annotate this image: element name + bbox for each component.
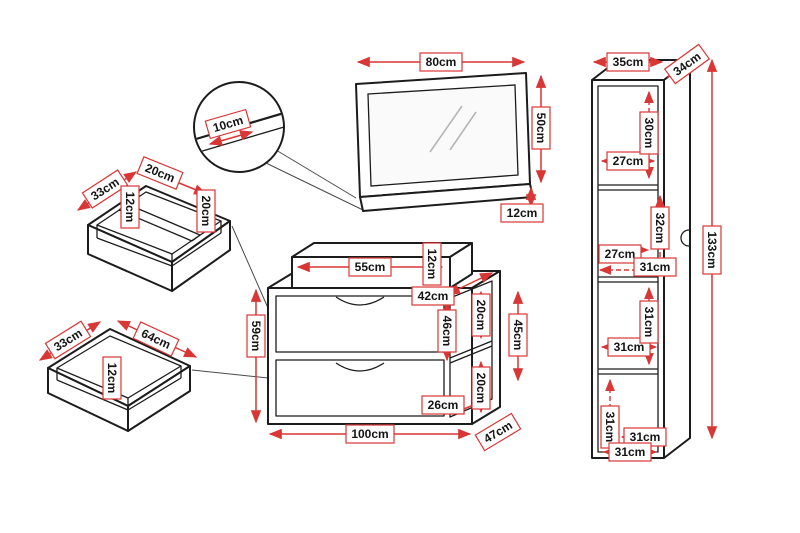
svg-text:45cm: 45cm	[511, 320, 525, 351]
organizer-inner-height-label: 12cm	[120, 185, 140, 229]
svg-text:31cm: 31cm	[642, 307, 656, 338]
mirror-height-label: 50cm	[531, 106, 551, 150]
cabinet-sec2-depth-label: 27cm	[598, 244, 642, 264]
sideboard-depth-label: 47cm	[474, 412, 522, 452]
sideboard-height-label: 59cm	[246, 314, 266, 358]
cabinet-carcass	[597, 85, 659, 453]
svg-text:20cm: 20cm	[199, 196, 213, 227]
mirror-shelf-depth-label: 12cm	[500, 203, 544, 223]
sideboard-niche-depth-top-label: 20cm	[471, 293, 491, 337]
cabinet-bottom-width-label: 31cm	[608, 442, 652, 462]
svg-text:80cm: 80cm	[426, 55, 457, 69]
svg-text:20cm: 20cm	[474, 300, 488, 331]
detail-shelf-label: 10cm	[204, 108, 252, 140]
leader-line	[265, 162, 364, 211]
svg-text:31cm: 31cm	[640, 260, 671, 274]
side-handle-notch	[680, 229, 690, 247]
svg-text:31cm: 31cm	[615, 445, 646, 459]
leader-line	[231, 225, 269, 309]
organizer-interior	[171, 232, 222, 267]
cabinet-sec3-height-label: 31cm	[639, 300, 659, 344]
svg-text:12cm: 12cm	[507, 206, 538, 220]
svg-text:35cm: 35cm	[613, 55, 644, 69]
svg-text:59cm: 59cm	[249, 321, 263, 352]
dim-line	[446, 272, 494, 295]
svg-text:42cm: 42cm	[418, 289, 449, 303]
svg-text:30cm: 30cm	[642, 118, 656, 149]
svg-text:46cm: 46cm	[440, 316, 454, 347]
glass-shine	[449, 111, 477, 151]
drawer-height-label: 12cm	[102, 356, 122, 400]
sideboard-top-width-label: 55cm	[348, 257, 392, 277]
svg-text:133cm: 133cm	[705, 231, 719, 268]
svg-text:100cm: 100cm	[351, 427, 388, 441]
sideboard-top-height-label: 12cm	[422, 242, 442, 286]
niche-shelf	[449, 340, 493, 359]
organizer-divider-height-label: 20cm	[196, 189, 216, 233]
organizer-interior	[96, 237, 173, 267]
mirror-width-label: 80cm	[419, 52, 463, 72]
cabinet-sec4-height-label: 31cm	[600, 405, 620, 449]
cabinet-width-label: 35cm	[606, 52, 650, 72]
svg-text:31cm: 31cm	[614, 340, 645, 354]
drawer-handle	[335, 296, 385, 306]
svg-text:12cm: 12cm	[425, 249, 439, 280]
leader-line	[275, 149, 357, 199]
svg-text:20cm: 20cm	[474, 373, 488, 404]
sideboard-width-label: 100cm	[345, 424, 395, 444]
svg-text:12cm: 12cm	[105, 363, 119, 394]
svg-text:31cm: 31cm	[630, 430, 661, 444]
svg-text:32cm: 32cm	[653, 213, 667, 244]
cabinet-sec4-width-label: 31cm	[623, 427, 667, 447]
cabinet-sec1-height-label: 30cm	[639, 111, 659, 155]
svg-text:12cm: 12cm	[123, 192, 137, 223]
svg-text:27cm: 27cm	[605, 247, 636, 261]
cabinet-sec1-width-label: 27cm	[606, 151, 650, 171]
mirror-glass	[367, 84, 519, 187]
svg-text:27cm: 27cm	[613, 154, 644, 168]
drawer-front-2	[275, 359, 445, 417]
organizer-width-label: 20cm	[136, 156, 184, 190]
wall-mirror	[355, 72, 534, 212]
drawer-handle	[335, 362, 385, 372]
svg-text:31cm: 31cm	[603, 412, 617, 443]
cabinet-depth-label: 34cm	[663, 43, 711, 85]
svg-text:55cm: 55cm	[355, 260, 386, 274]
niche-shelf	[449, 345, 493, 364]
glass-shine	[429, 105, 463, 153]
cabinet-sec2-width-label: 31cm	[633, 257, 677, 277]
svg-text:26cm: 26cm	[428, 398, 459, 412]
sideboard-niche-depth-bottom-label: 20cm	[471, 366, 491, 410]
cabinet-sec3-width-label: 31cm	[607, 337, 651, 357]
svg-text:50cm: 50cm	[534, 113, 548, 144]
drawer-interior	[127, 377, 182, 411]
topbox-top	[291, 242, 473, 258]
dimension-labels: 80cm 50cm 12cm 10cm 33cm 20cm 12cm 20cm …	[44, 43, 722, 462]
organizer-divider	[191, 234, 201, 242]
organizer-side-face	[171, 220, 231, 292]
sideboard-niche-height-label: 46cm	[437, 309, 457, 353]
sideboard-niche-width-label: 26cm	[421, 395, 465, 415]
sideboard-right-height-label: 45cm	[508, 313, 528, 357]
dim-line	[208, 130, 254, 146]
drawer-interior	[56, 379, 129, 411]
sideboard-top-depth-label: 42cm	[411, 286, 455, 306]
cabinet-height-label: 133cm	[702, 225, 722, 275]
cabinet-sec2-height-label: 32cm	[650, 206, 670, 250]
